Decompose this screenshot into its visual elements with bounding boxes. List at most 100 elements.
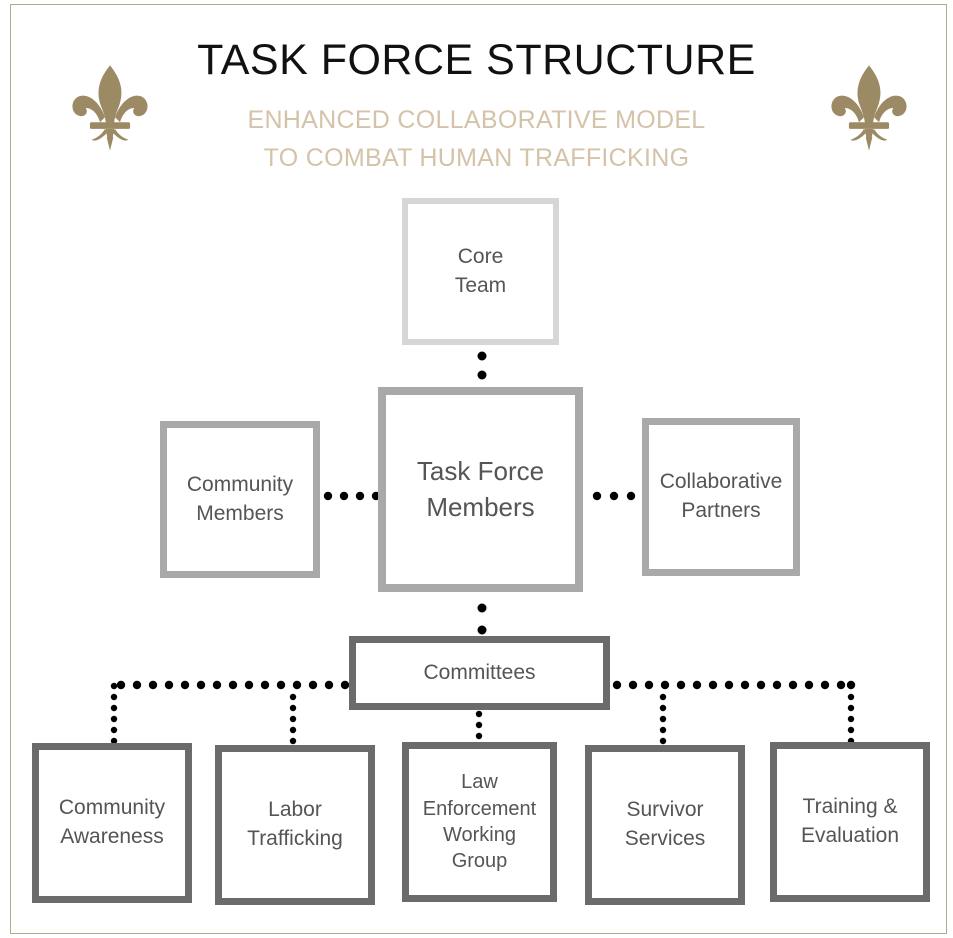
connector-dot (148, 680, 158, 690)
community-members-box: Community Members (160, 421, 320, 578)
connector-dot (847, 693, 855, 701)
node-label: Law (461, 771, 498, 794)
connector-dot (110, 726, 118, 734)
connector-dot (110, 737, 118, 745)
node-label: Members (196, 501, 284, 525)
connector-dot (477, 370, 487, 380)
connector-dot (772, 680, 782, 690)
connector-dot (475, 721, 483, 729)
connector-dot (276, 680, 286, 690)
connector-dot (110, 693, 118, 701)
connector-dot (289, 693, 297, 701)
collaborative-partners-box: Collaborative Partners (642, 418, 800, 576)
fleur-de-lis-icon (827, 62, 911, 154)
connector-dot (628, 680, 638, 690)
page-border (10, 4, 947, 934)
connector-dot (289, 726, 297, 734)
node-label: Group (451, 850, 508, 873)
connector-dot (660, 680, 670, 690)
node-label: Community (186, 472, 294, 496)
connector-dot (244, 680, 254, 690)
connector-dot (289, 704, 297, 712)
connector-dot (609, 491, 619, 501)
connector-dot (110, 682, 118, 690)
node-label: Team (454, 273, 507, 297)
node-label: Evaluation (800, 824, 900, 847)
node-label: Working (443, 824, 516, 846)
node-label: Trafficking (247, 827, 343, 850)
connector-dot (724, 680, 734, 690)
connector-dot (804, 680, 814, 690)
connector-dot (847, 704, 855, 712)
node-label: Enforcement (422, 797, 537, 820)
connector-dot (477, 625, 487, 635)
connector-dot (477, 351, 487, 361)
connector-dot (692, 680, 702, 690)
connector-dot (475, 732, 483, 740)
node-label: Committees (423, 660, 536, 684)
fleur-de-lis-icon (68, 62, 152, 154)
node-label: Training & (802, 795, 898, 819)
connector-dot (292, 680, 302, 690)
community-awareness-box: Community Awareness (32, 743, 192, 903)
connector-dot (756, 680, 766, 690)
connector-dot (164, 680, 174, 690)
connector-dot (592, 491, 602, 501)
connector-dot (659, 704, 667, 712)
node-label: Members (426, 491, 535, 522)
node-label: Partners (681, 499, 761, 522)
law-enforcement-working-group-box: Law Enforcement Working Group (402, 742, 557, 902)
node-label: Collaborative (659, 470, 783, 494)
connector-dot (289, 715, 297, 723)
connector-dot (644, 680, 654, 690)
connector-dot (110, 715, 118, 723)
connector-dot (659, 693, 667, 701)
labor-trafficking-box: Labor Trafficking (215, 745, 375, 905)
connector-dot (355, 491, 365, 501)
connector-dot (847, 726, 855, 734)
connector-dot (477, 603, 487, 613)
connector-dot (196, 680, 206, 690)
connector-dot (308, 680, 318, 690)
node-label: Core (457, 244, 504, 268)
survivor-services-box: Survivor Services (585, 745, 745, 905)
connector-dot (820, 680, 830, 690)
connector-dot (708, 680, 718, 690)
connector-dot (212, 680, 222, 690)
connector-dot (659, 715, 667, 723)
task-force-members-box: Task Force Members (378, 387, 583, 592)
core-team-box: Core Team (402, 198, 559, 345)
connector-dot (475, 710, 483, 718)
node-label: Survivor (626, 798, 704, 822)
connector-dot (836, 680, 846, 690)
connector-dot (116, 680, 126, 690)
connector-dot (339, 491, 349, 501)
page-subtitle-line-1: ENHANCED COLLABORATIVE MODEL (247, 106, 706, 134)
connector-dot (847, 715, 855, 723)
connector-dot (846, 680, 856, 690)
connector-dot (676, 680, 686, 690)
node-label: Services (624, 827, 706, 850)
page-title: TASK FORCE STRUCTURE (197, 36, 756, 84)
committees-box: Committees (349, 636, 610, 710)
connector-dot (740, 680, 750, 690)
connector-dot (110, 704, 118, 712)
connector-dot (260, 680, 270, 690)
node-label: Awareness (60, 825, 164, 848)
connector-dot (289, 737, 297, 745)
connector-dot (132, 680, 142, 690)
connector-dot (659, 737, 667, 745)
connector-dot (612, 680, 622, 690)
connector-dot (228, 680, 238, 690)
node-label: Labor (268, 798, 322, 822)
connector-dot (340, 680, 350, 690)
connector-dot (180, 680, 190, 690)
page-subtitle-line-2: TO COMBAT HUMAN TRAFFICKING (263, 144, 690, 172)
node-label: Task Force (416, 455, 545, 486)
connector-dot (626, 491, 636, 501)
connector-dot (659, 726, 667, 734)
connector-dot (324, 680, 334, 690)
connector-dot (323, 491, 333, 501)
connector-dot (788, 680, 798, 690)
